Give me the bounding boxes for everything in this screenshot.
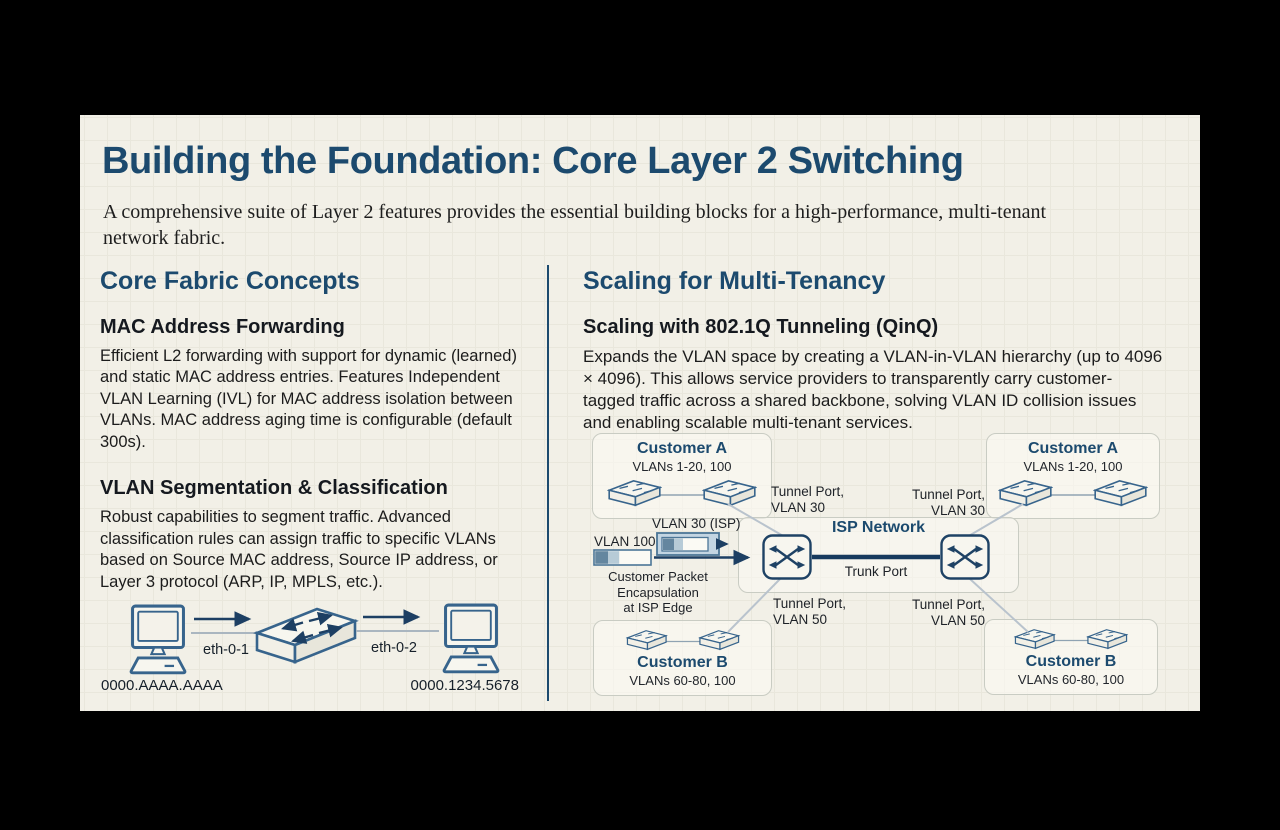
right-column: Scaling for Multi-Tenancy Scaling with 8… (583, 267, 1183, 434)
customer-vlans: VLANs 1-20, 100 (1023, 458, 1123, 474)
computer-icon (442, 603, 500, 674)
section-title-mac-forwarding: MAC Address Forwarding (100, 316, 345, 338)
computer-icon (129, 604, 187, 675)
encapsulation-caption: Customer Packet Encapsulation at ISP Edg… (608, 569, 708, 616)
slide: Building the Foundation: Core Layer 2 Sw… (80, 115, 1200, 711)
page-title: Building the Foundation: Core Layer 2 Sw… (102, 140, 964, 182)
section-title-vlan-segmentation: VLAN Segmentation & Classification (100, 477, 448, 500)
customer-vlans: VLANs 60-80, 100 (629, 673, 736, 689)
customer-name: Customer B (1025, 653, 1117, 671)
customer-name: Customer A (1027, 440, 1119, 457)
customer-a-box-left: Customer A VLANs 1-20, 100 (592, 433, 772, 519)
section-body-mac-forwarding: Efficient L2 forwarding with support for… (100, 347, 517, 451)
customer-name: Customer A (636, 440, 728, 457)
packet-icon (593, 549, 652, 566)
vlan-100-label: VLAN 100 (594, 534, 656, 549)
mac-forwarding-diagram: eth-0-1 eth-0-2 0000.AAAA.AAAA (95, 591, 545, 705)
switch-pair (626, 630, 739, 650)
right-column-heading: Scaling for Multi-Tenancy (583, 267, 886, 295)
tunnel-port-50-label-right: Tunnel Port, VLAN 50 (911, 597, 985, 628)
customer-name: Customer B (637, 654, 728, 672)
switch-pair (999, 480, 1147, 507)
mac-address-left: 0000.AAAA.AAAA (101, 677, 223, 694)
customer-b-box-right: Customer B VLANs 60-80, 100 (984, 619, 1158, 695)
customer-vlans: VLANs 60-80, 100 (1017, 672, 1125, 688)
column-divider (547, 265, 549, 701)
section-body-qinq: Expands the VLAN space by creating a VLA… (583, 347, 1163, 433)
tunnel-port-30-label-right: Tunnel Port, VLAN 30 (911, 487, 985, 518)
switch-pair (1014, 629, 1128, 649)
vlan-30-isp-label: VLAN 30 (ISP) (652, 516, 741, 531)
customer-a-box-right: Customer A VLANs 1-20, 100 (986, 433, 1160, 519)
qinq-wrapped-packet-icon (656, 532, 729, 556)
customer-b-box-left: Customer B VLANs 60-80, 100 (593, 620, 772, 696)
switch-pair (608, 480, 756, 507)
section-title-qinq: Scaling with 802.1Q Tunneling (QinQ) (583, 316, 939, 338)
subtitle: A comprehensive suite of Layer 2 feature… (103, 201, 1047, 249)
left-column: Core Fabric Concepts MAC Address Forward… (100, 267, 548, 617)
tunnel-port-30-label-left: Tunnel Port, VLAN 30 (771, 484, 845, 515)
mac-address-right: 0000.1234.5678 (411, 677, 519, 694)
port-label-right: eth-0-2 (371, 640, 417, 656)
section-body-vlan-segmentation: Robust capabilities to segment traffic. … (100, 508, 498, 591)
customer-vlans: VLANs 1-20, 100 (632, 458, 732, 474)
left-column-heading: Core Fabric Concepts (100, 267, 360, 295)
tunnel-port-50-label-left: Tunnel Port, VLAN 50 (773, 596, 847, 627)
trunk-port-label: Trunk Port (844, 564, 908, 579)
isp-network-label: ISP Network (831, 519, 926, 536)
port-label-left: eth-0-1 (203, 642, 249, 658)
switch-3d-icon (253, 607, 359, 664)
qinq-diagram: Customer A VLANs 1-20, 100 Customer A VL… (590, 430, 1167, 702)
